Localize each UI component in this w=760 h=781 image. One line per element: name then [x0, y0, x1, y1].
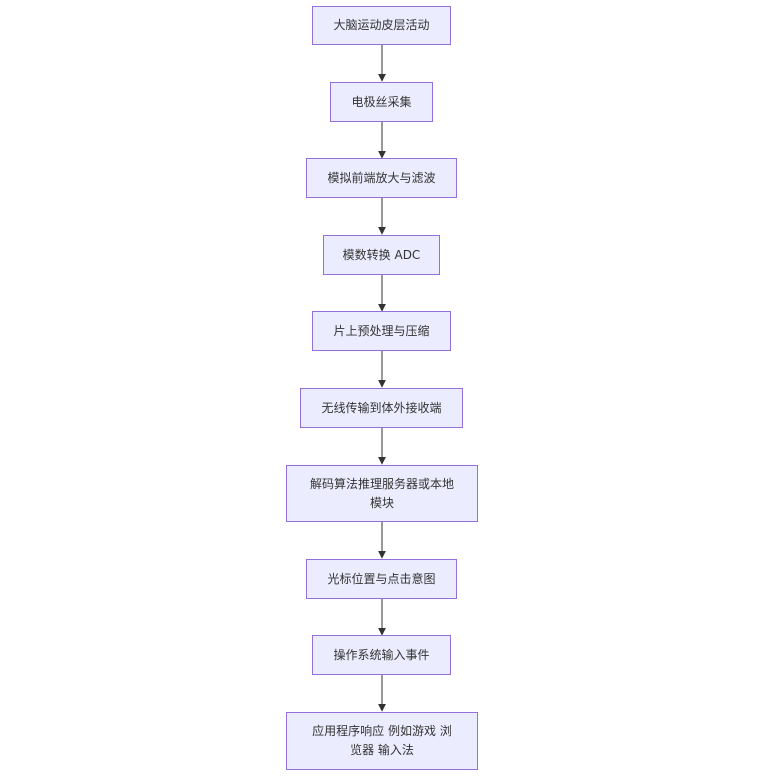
node-cursor-click-intent: 光标位置与点击意图 — [306, 559, 457, 599]
node-electrode-acquisition: 电极丝采集 — [330, 82, 433, 122]
node-onchip-preprocessing: 片上预处理与压缩 — [312, 311, 451, 351]
node-adc: 模数转换 ADC — [323, 235, 440, 275]
node-analog-frontend: 模拟前端放大与滤波 — [306, 158, 457, 198]
node-os-input-event: 操作系统输入事件 — [312, 635, 451, 675]
node-wireless-transmission: 无线传输到体外接收端 — [300, 388, 463, 428]
node-decoding-algorithm: 解码算法推理服务器或本地模块 — [286, 465, 478, 522]
node-cortex-activity: 大脑运动皮层活动 — [312, 6, 451, 45]
node-application-response: 应用程序响应 例如游戏 浏览器 输入法 — [286, 712, 478, 770]
